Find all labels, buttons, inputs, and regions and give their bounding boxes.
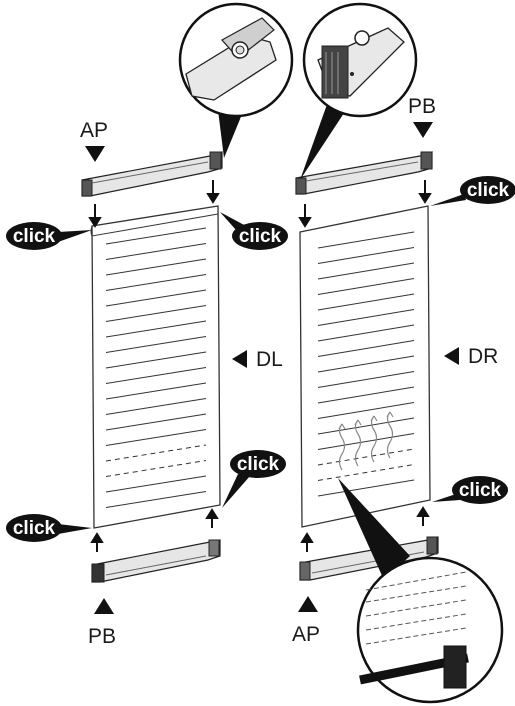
panel-slat-line	[317, 231, 415, 249]
heat-wave-icon	[338, 411, 394, 471]
assembly-arrows	[88, 180, 432, 552]
panel-slat-line	[317, 293, 415, 311]
panel-slat-line	[105, 413, 207, 431]
panel-slat-line	[317, 247, 415, 264]
panel-slat-line	[317, 402, 415, 419]
click-callout-right-top: click	[466, 180, 510, 201]
right-radiator-panel	[299, 205, 431, 528]
panel-slat-line	[317, 324, 415, 342]
left-top-cap	[81, 151, 223, 197]
click-bubble-shapes	[6, 176, 515, 542]
left-panel-slats	[105, 227, 207, 508]
panel-slat-line	[105, 491, 207, 508]
panel-slat-line	[317, 309, 415, 326]
up-arrow-icon	[94, 598, 114, 614]
left-top-cap-label: AP	[80, 119, 109, 142]
panel-slat-line	[105, 227, 207, 245]
right-top-cap	[295, 151, 433, 195]
right-bottom-cap-label: AP	[292, 623, 321, 646]
down-arrow-icon	[85, 146, 105, 162]
panel-slat-line	[317, 479, 415, 497]
panel-slat-line	[105, 351, 207, 369]
zoom-detail-right-bottom	[338, 478, 504, 704]
panel-slat-line	[317, 464, 415, 481]
left-bottom-cap-label: PB	[88, 625, 117, 648]
click-callout-right-bottom: click	[458, 480, 502, 501]
panel-slat-line	[317, 433, 415, 450]
click-callout-middle-bottom: click	[236, 454, 280, 475]
panel-slat-line	[317, 262, 415, 280]
left-arrow-icon	[232, 350, 247, 368]
panel-slat-line	[317, 417, 415, 435]
panel-slat-line	[105, 289, 207, 307]
left-radiator-panel	[90, 205, 221, 529]
panel-slat-line	[317, 448, 415, 466]
click-callout-left-bottom: click	[12, 518, 56, 539]
down-arrow-icon	[413, 122, 433, 138]
left-bottom-cap	[91, 539, 221, 583]
click-callout-middle-top: click	[238, 226, 282, 247]
panel-slat-line	[317, 371, 415, 388]
panel-slat-line	[105, 274, 207, 291]
right-top-cap-label: PB	[408, 95, 437, 118]
panel-slat-line	[105, 305, 207, 322]
panel-slat-line	[105, 429, 207, 446]
left-panel-side-label: DL	[256, 348, 283, 371]
zoom-detail-left-top	[178, 2, 294, 158]
right-panel-side-label: DR	[468, 345, 499, 368]
up-arrow-icon	[298, 596, 318, 612]
right-panel-slats	[317, 231, 415, 497]
panel-slat-line	[317, 386, 415, 404]
panel-slat-line	[105, 382, 207, 400]
panel-slat-line	[105, 320, 207, 338]
panel-slat-line	[105, 336, 207, 353]
click-callout-left-top: click	[12, 226, 56, 247]
panel-slat-line	[317, 340, 415, 357]
panel-slat-line	[105, 398, 207, 415]
panel-slat-line	[105, 367, 207, 384]
left-arrow-icon	[444, 347, 459, 365]
panel-slat-line	[105, 258, 207, 276]
panel-slat-line	[105, 243, 207, 260]
panel-slat-line	[105, 475, 207, 493]
panel-slat-line	[317, 278, 415, 295]
zoom-detail-right-top	[300, 2, 418, 180]
panel-slat-line	[105, 444, 207, 462]
panel-slat-line	[317, 355, 415, 373]
panel-slat-line	[105, 460, 207, 477]
